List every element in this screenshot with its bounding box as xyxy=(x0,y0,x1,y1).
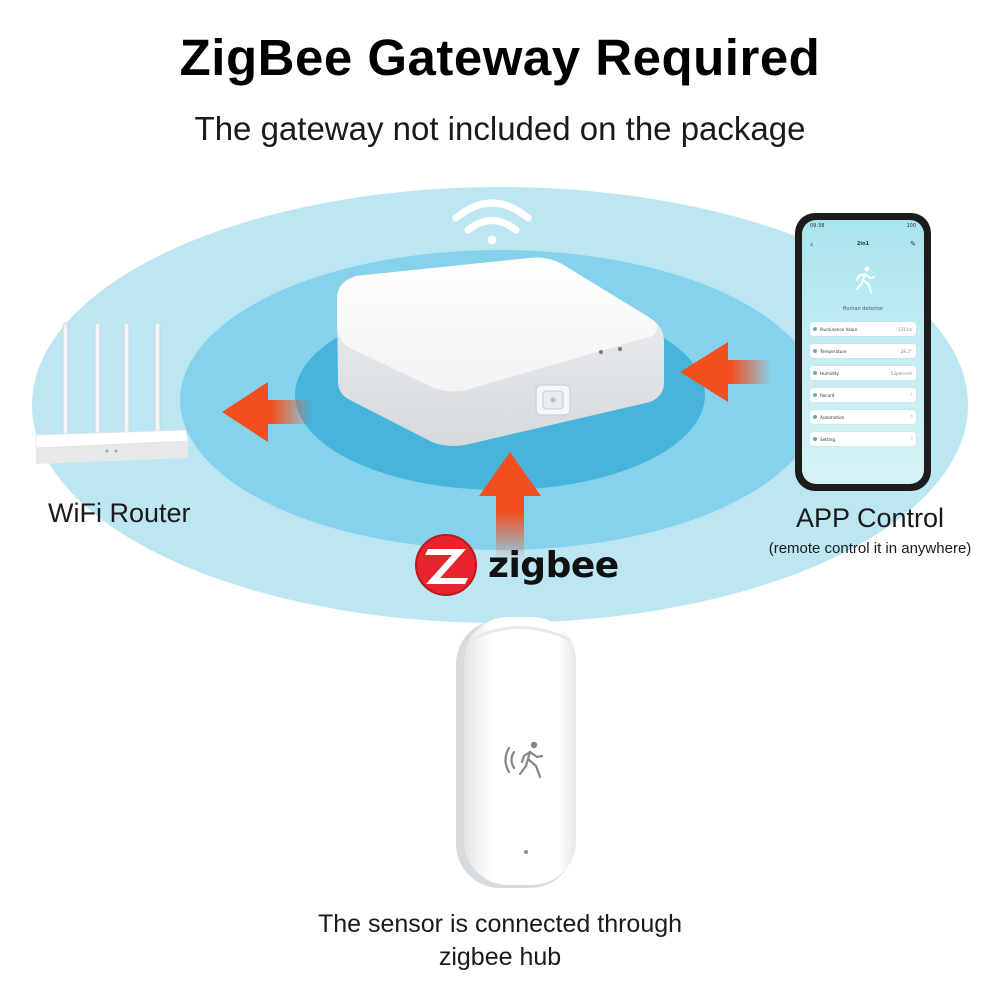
record-icon xyxy=(813,393,817,397)
arrow-left-icon xyxy=(222,382,312,442)
row-record[interactable]: Record › xyxy=(810,388,916,402)
status-bar: 09:38 100 xyxy=(810,223,916,229)
smartphone: 09:38 100 ‹ 2in1 ✎ Human detector Illumi… xyxy=(795,213,931,491)
row-value: 53percent xyxy=(890,371,912,376)
wifi-router-device xyxy=(35,322,189,464)
row-label: Setting xyxy=(820,437,835,442)
arrow-left-icon xyxy=(680,342,772,402)
motion-sensor-device xyxy=(456,617,576,888)
row-temperature[interactable]: Temperature 28.2° xyxy=(810,344,916,358)
page-subtitle: The gateway not included on the package xyxy=(194,110,806,147)
row-label: Temperature xyxy=(820,349,847,354)
edit-icon[interactable]: ✎ xyxy=(910,240,916,248)
running-person-icon xyxy=(856,266,875,293)
row-label: Record xyxy=(820,393,835,398)
row-illuminance[interactable]: Illuminance Value 1311lx xyxy=(810,322,916,336)
row-label: Automation xyxy=(820,415,845,420)
chevron-right-icon: › xyxy=(910,435,913,442)
app-header: ‹ 2in1 ✎ xyxy=(802,240,924,252)
illuminance-icon xyxy=(813,327,817,331)
row-setting[interactable]: Setting › xyxy=(810,432,916,446)
arrow-up-icon xyxy=(479,452,541,560)
zigbee-wordmark: zigbee xyxy=(488,545,619,586)
zigbee-logo-icon xyxy=(415,534,477,596)
row-automation[interactable]: Automation › xyxy=(810,410,916,424)
router-label: WiFi Router xyxy=(48,498,191,528)
row-humidity[interactable]: Humidity 53percent xyxy=(810,366,916,380)
back-icon[interactable]: ‹ xyxy=(810,240,814,249)
zigbee-hub-device xyxy=(337,257,664,446)
row-label: Illuminance Value xyxy=(820,327,858,332)
battery-status: 100 xyxy=(906,223,916,229)
sensor-caption: The sensor is connected through zigbee h… xyxy=(300,908,700,974)
row-value: 1311lx xyxy=(897,327,912,332)
sensor-caption-line2: zigbee hub xyxy=(438,943,562,971)
setting-icon xyxy=(813,437,817,441)
automation-icon xyxy=(813,415,817,419)
device-name: Human detector xyxy=(842,306,884,312)
motion-person-icon xyxy=(504,741,544,779)
row-label: Humidity xyxy=(820,371,839,376)
status-time: 09:38 xyxy=(810,223,825,229)
chevron-right-icon: › xyxy=(910,413,913,420)
app-control-label: APP Control xyxy=(795,503,945,533)
app-title: 2in1 xyxy=(856,241,870,247)
row-value: 28.2° xyxy=(900,349,912,354)
sensor-caption-line1: The sensor is connected through xyxy=(317,910,683,938)
page-title: ZigBee Gateway Required xyxy=(179,29,821,86)
humidity-icon xyxy=(813,371,817,375)
app-control-sublabel: (remote control it in anywhere) xyxy=(768,540,972,557)
chevron-right-icon: › xyxy=(910,391,913,398)
wifi-signal-icon xyxy=(452,199,532,245)
temperature-icon xyxy=(813,349,817,353)
app-screen: 09:38 100 ‹ 2in1 ✎ Human detector Illumi… xyxy=(802,220,924,484)
